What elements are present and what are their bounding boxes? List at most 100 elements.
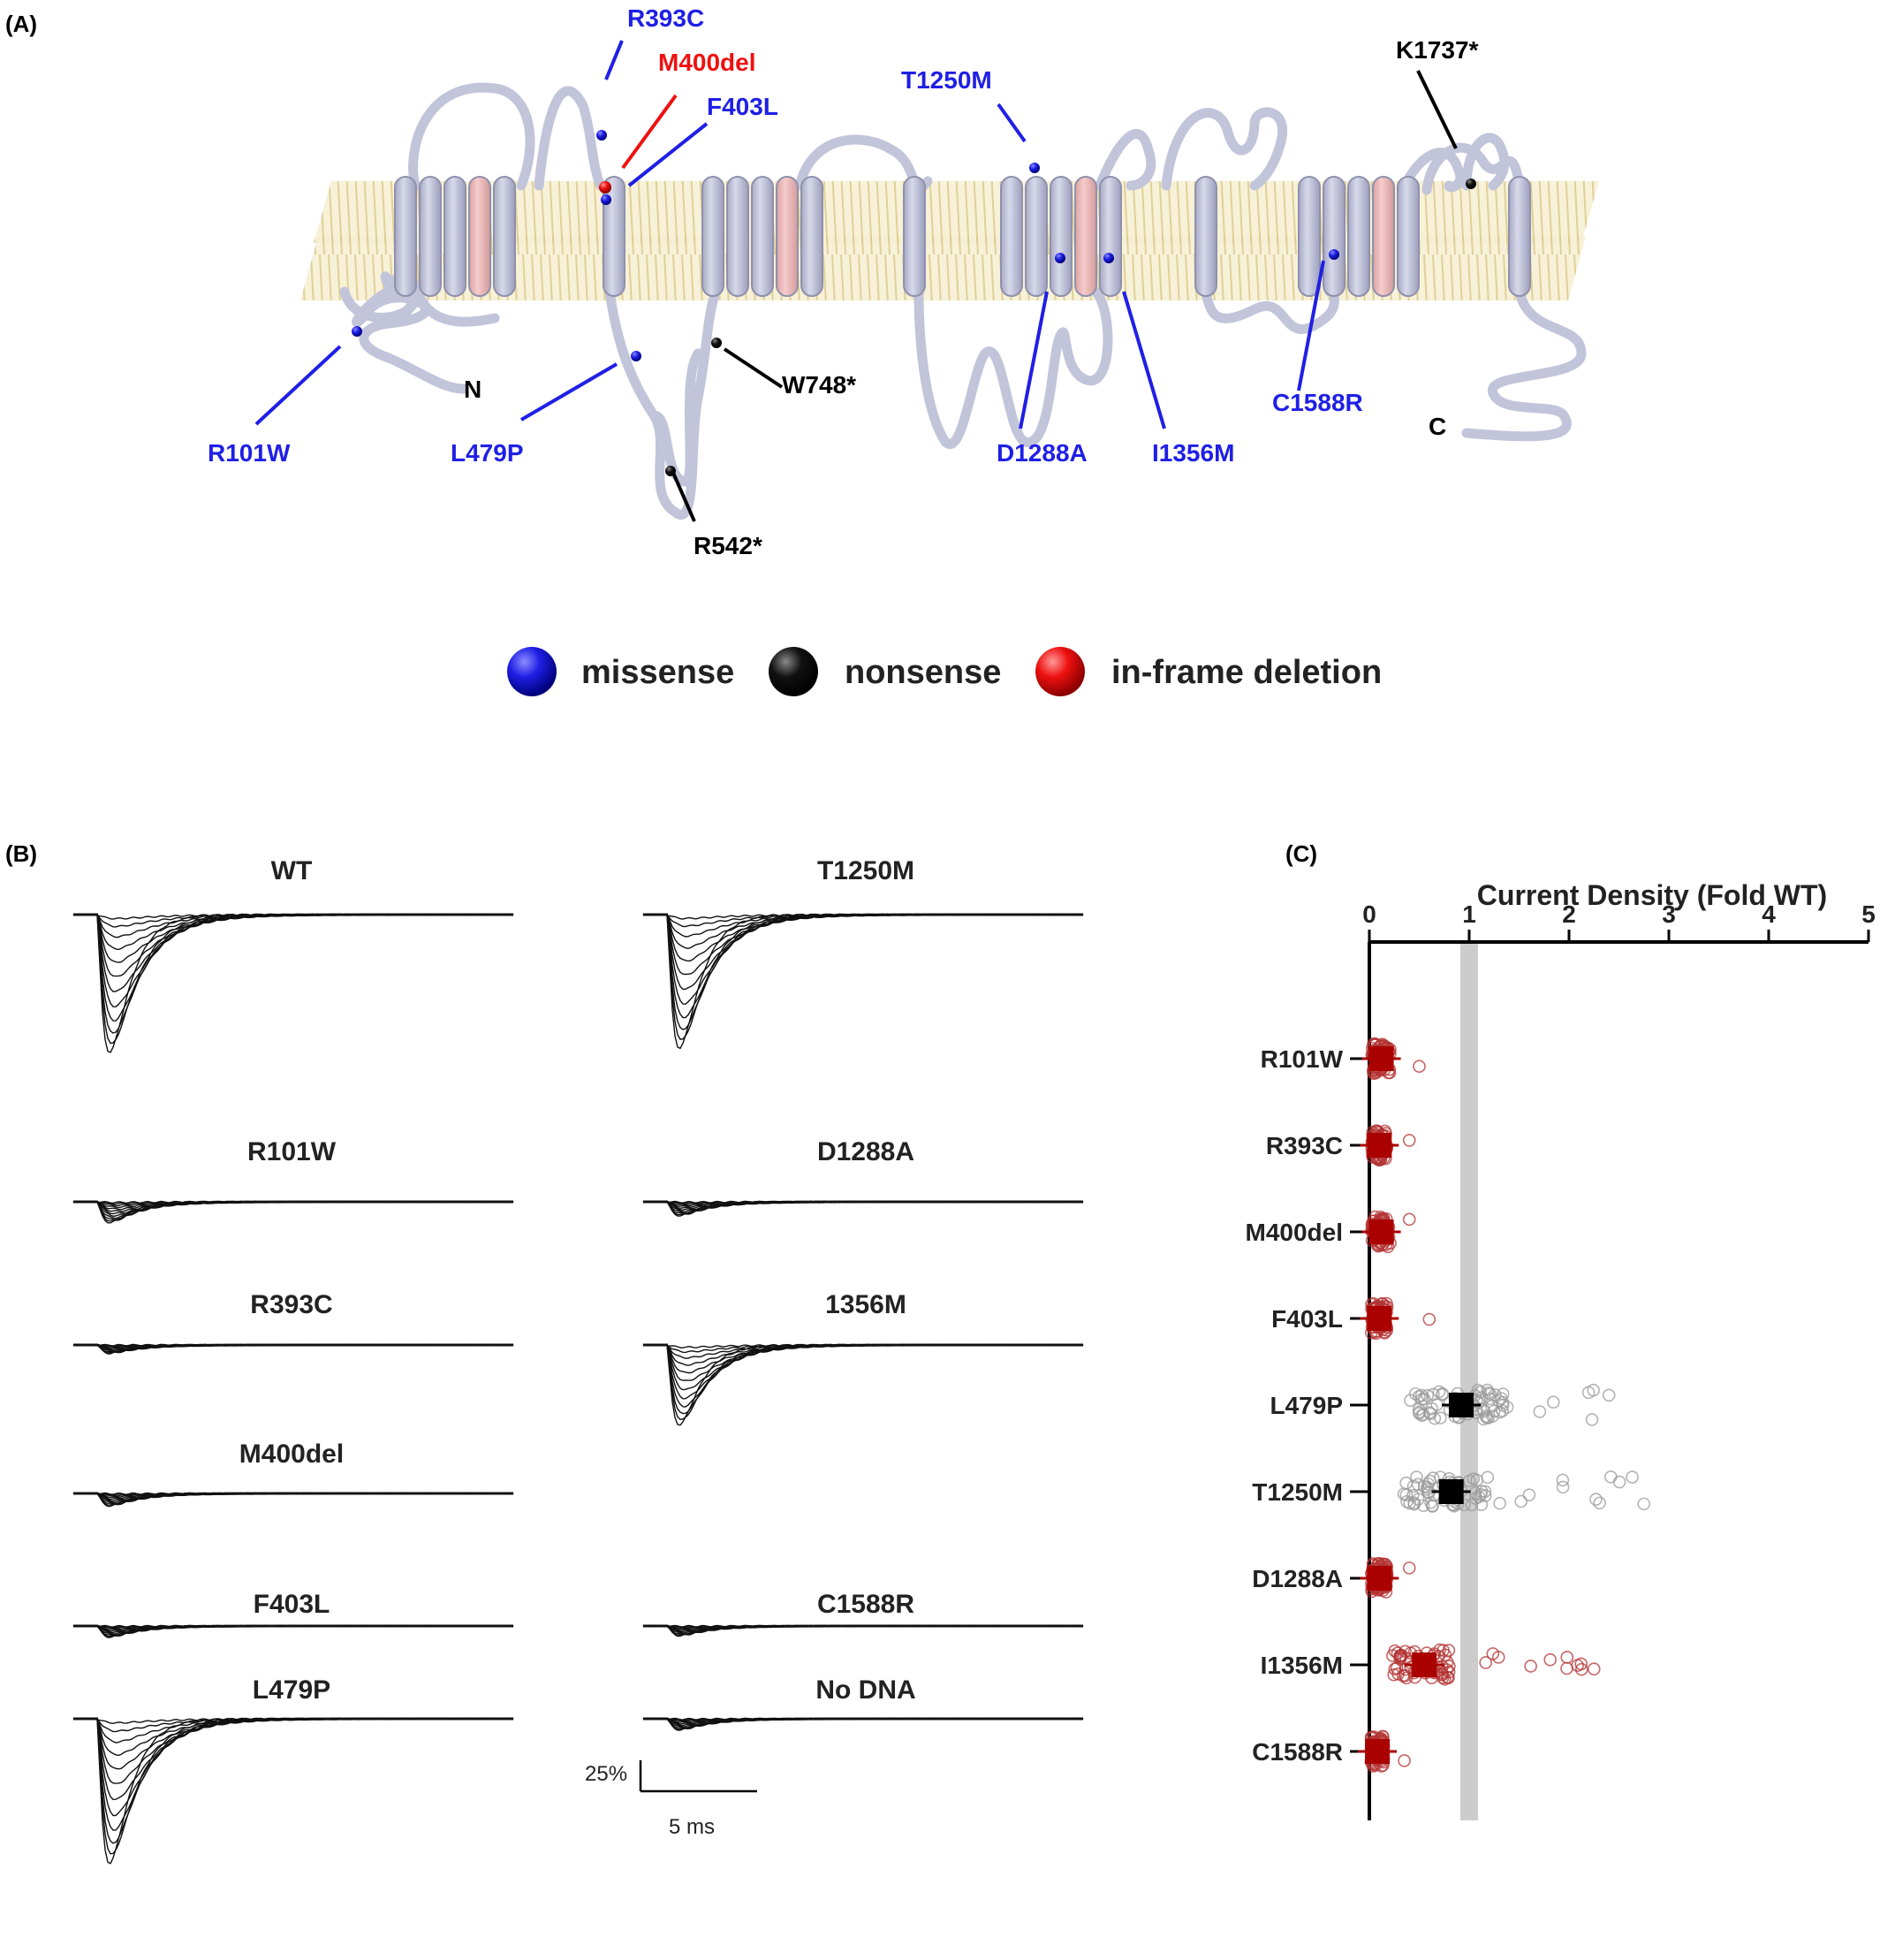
data-point	[1437, 1644, 1450, 1657]
trace-label: No DNA	[815, 1675, 915, 1705]
data-point	[1387, 1668, 1400, 1682]
trace-label: F403L	[254, 1590, 330, 1619]
trace-sweep	[642, 1624, 1084, 1637]
row-r393c: R393C	[1266, 1124, 1416, 1166]
trace-4: F403L	[72, 1590, 514, 1638]
trace-8: 1356M	[642, 1290, 1084, 1426]
trace-sweep	[642, 913, 1084, 1050]
data-point	[1442, 1665, 1456, 1679]
data-point	[1483, 1387, 1497, 1401]
legend-missense-icon	[507, 647, 557, 696]
trace-sweep	[72, 1200, 514, 1224]
trace-9: C1588R	[642, 1590, 1084, 1637]
data-point	[1474, 1485, 1489, 1499]
marker-k1737	[1466, 179, 1476, 189]
row-m400del: M400del	[1246, 1210, 1416, 1254]
data-point	[1546, 1395, 1560, 1409]
data-point	[1612, 1475, 1626, 1489]
data-point	[1403, 1496, 1416, 1510]
variant-leader-lines	[254, 40, 1458, 522]
chart-title: Current Density (Fold WT)	[1477, 879, 1827, 911]
trace-sweep	[642, 913, 1084, 991]
data-point	[1571, 1659, 1584, 1672]
data-point	[1404, 1394, 1417, 1407]
data-point	[1479, 1656, 1492, 1669]
trace-1: R101W	[72, 1137, 514, 1224]
c-terminus-label: C	[1429, 413, 1446, 440]
panel-c-letter: (C)	[1285, 840, 1317, 867]
label-c1588r: C1588R	[1272, 389, 1363, 416]
data-point	[1496, 1395, 1510, 1409]
legend-deletion-icon	[1035, 647, 1085, 696]
trace-sweep	[72, 1343, 514, 1355]
trace-6: T1250M	[642, 856, 1084, 1050]
x-tick-label: 2	[1562, 900, 1576, 928]
data-point	[1574, 1662, 1588, 1676]
data-point	[1560, 1651, 1574, 1664]
data-point	[1602, 1388, 1616, 1402]
scale-bar-time: 5 ms	[669, 1815, 715, 1839]
trace-7: D1288A	[642, 1137, 1084, 1217]
trace-label: 1356M	[825, 1290, 906, 1319]
transmembrane-helices	[394, 176, 1531, 297]
data-point	[1481, 1470, 1495, 1485]
category-label: R101W	[1261, 1045, 1344, 1073]
data-point	[1626, 1470, 1639, 1484]
data-point	[1413, 1060, 1426, 1074]
data-point	[1416, 1499, 1430, 1513]
data-point	[1593, 1496, 1606, 1510]
trace-sweep	[642, 913, 1084, 938]
trace-label: C1588R	[817, 1590, 914, 1619]
trace-sweep	[642, 1200, 1084, 1217]
category-label: D1288A	[1252, 1565, 1343, 1592]
label-r101w: R101W	[208, 439, 291, 467]
data-point	[1482, 1411, 1495, 1424]
data-point	[1543, 1652, 1557, 1667]
data-point	[1402, 1561, 1416, 1575]
data-point	[1397, 1487, 1411, 1500]
data-point	[1465, 1498, 1479, 1512]
x-tick-label: 1	[1462, 900, 1476, 928]
panel-b-letter: (B)	[5, 840, 37, 867]
trace-sweep	[72, 1492, 514, 1508]
label-t1250m: T1250M	[901, 66, 992, 94]
data-point	[1581, 1386, 1596, 1400]
data-point	[1524, 1660, 1537, 1673]
data-point	[1434, 1411, 1447, 1424]
data-point	[1514, 1494, 1528, 1508]
category-label: C1588R	[1252, 1738, 1343, 1766]
row-l479p: L479P	[1270, 1383, 1616, 1426]
x-tick-label: 5	[1861, 900, 1876, 928]
trace-sweep	[642, 913, 1084, 962]
trace-sweep	[72, 913, 514, 951]
label-f403l: F403L	[707, 93, 778, 120]
trace-sweep	[642, 1343, 1084, 1426]
trace-label: WT	[271, 856, 313, 885]
category-label: L479P	[1270, 1392, 1344, 1419]
data-point	[1493, 1496, 1506, 1510]
current-traces: WTR101WR393CM400delF403LL479PT1250MD1288…	[72, 856, 1084, 1865]
legend-missense-label: missense	[581, 654, 734, 691]
trace-label: R101W	[247, 1137, 337, 1166]
trace-sweep	[72, 1717, 514, 1801]
row-r101w: R101W	[1261, 1037, 1426, 1080]
data-point	[1533, 1405, 1547, 1418]
data-point	[1422, 1406, 1437, 1419]
label-l479p: L479P	[451, 439, 524, 467]
trace-sweep	[642, 1717, 1084, 1731]
data-point	[1398, 1754, 1411, 1767]
trace-3: M400del	[72, 1440, 514, 1508]
label-d1288a: D1288A	[997, 439, 1088, 467]
row-f403l: F403L	[1271, 1296, 1437, 1341]
data-point	[1587, 1662, 1601, 1676]
label-w748: W748*	[782, 371, 856, 399]
x-tick-label: 3	[1662, 900, 1676, 928]
trace-2: R393C	[72, 1290, 514, 1355]
marker-c1588r	[1329, 249, 1339, 260]
data-point	[1476, 1412, 1490, 1426]
category-label: F403L	[1271, 1305, 1343, 1333]
marker-r393c	[596, 130, 607, 141]
data-point	[1637, 1497, 1651, 1511]
